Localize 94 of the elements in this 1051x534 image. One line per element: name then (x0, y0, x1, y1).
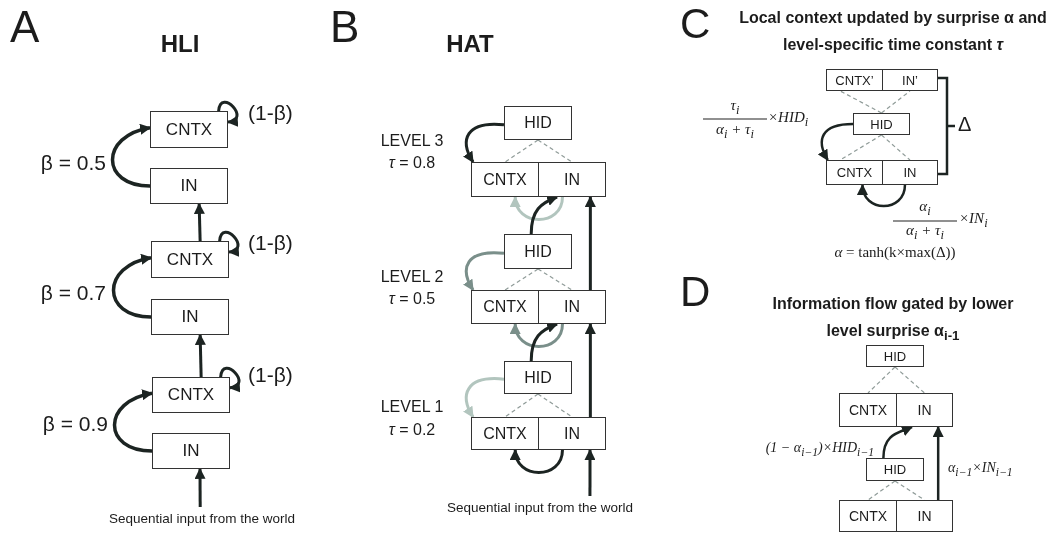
arrow (112, 390, 154, 453)
edge-label: β = 0.7 (40, 280, 106, 306)
connector-line (839, 90, 883, 114)
panel-title: HAT (446, 30, 494, 58)
panel-title: HLI (160, 30, 200, 58)
layer-box: IN (896, 500, 953, 532)
arrow (193, 202, 205, 242)
connector-line (537, 393, 573, 418)
layer-box: HID (504, 361, 572, 394)
layer-box: CNTX (826, 160, 883, 185)
layer-box: CNTX (839, 393, 897, 427)
panel-title: Information flow gated by lower level surprise α$_{i-1}$ (771, 294, 1015, 346)
arrow (463, 377, 505, 418)
fraction-denominator: α$_{i}$ + τ$_{i}$ (906, 222, 944, 243)
panel-title: Local context updated by surprise α and level-specific time constant τ (738, 8, 1048, 55)
level-label: LEVEL 2 (380, 268, 444, 287)
arrow (584, 448, 596, 496)
arrow (463, 122, 505, 163)
arrow (218, 230, 240, 256)
layer-box: IN (882, 160, 938, 185)
arrow (111, 254, 153, 319)
layer-box: HID (866, 345, 924, 367)
time-constant-label: τ = 0.5 (388, 290, 436, 309)
layer-box: CNTX (151, 241, 229, 278)
level-label: LEVEL 3 (380, 132, 444, 151)
connector-line (504, 268, 539, 291)
arrow (932, 425, 944, 500)
layer-box: CNTX (471, 290, 539, 324)
layer-box: IN (538, 162, 606, 197)
layer-box: IN (150, 168, 228, 204)
arrow (858, 183, 907, 208)
connector-line (867, 480, 896, 501)
fraction-numerator: τ$_{i}$ (730, 97, 740, 118)
edge-label: α$_{i−1}$×IN$_{i−1}$ (948, 460, 1013, 480)
layer-box: HID (853, 113, 910, 135)
arrow (584, 195, 596, 290)
connector-line (504, 393, 539, 418)
arrow (217, 100, 239, 126)
edge-label: β = 0.5 (40, 150, 106, 176)
formula: α = tanh(k×max(Δ)) (834, 244, 956, 262)
layer-box: IN (538, 417, 606, 450)
panel-letter: D (680, 268, 711, 317)
layer-box: CNTX (150, 111, 228, 148)
connector-line (867, 366, 896, 394)
layer-box: CNTX (152, 377, 230, 413)
layer-box: IN (152, 433, 230, 469)
edge-label: (1-β) (248, 362, 293, 388)
time-constant-label: τ = 0.8 (388, 154, 436, 173)
arrow (511, 195, 564, 221)
layer-box: CNTX (839, 500, 897, 532)
arrow (463, 251, 505, 291)
connector-line (537, 139, 573, 163)
edge-label: (1 − α$_{i−1}$)×HID$_{i−1}$ (765, 440, 874, 460)
connector-line (504, 139, 539, 163)
layer-box: HID (504, 234, 572, 269)
time-constant-label: τ = 0.2 (388, 421, 436, 440)
arrow (194, 333, 206, 378)
panel-letter: A (10, 2, 40, 53)
connector-line (880, 134, 911, 161)
panel-letter: B (330, 2, 360, 53)
layer-box: CNTX’ (826, 69, 883, 91)
edge-label: (1-β) (248, 100, 293, 126)
arrow (194, 467, 206, 507)
input-caption: Sequential input from the world (445, 496, 635, 518)
arrow (818, 122, 854, 161)
arrow (529, 195, 559, 235)
edge-label: (1-β) (248, 230, 293, 256)
layer-box: IN (896, 393, 953, 427)
arrow (529, 322, 559, 362)
fraction-numerator: α$_{i}$ (919, 198, 931, 219)
input-caption: Sequential input from the world (112, 507, 292, 529)
arrow (219, 366, 241, 391)
layer-box: CNTX (471, 162, 539, 197)
layer-box: HID (504, 106, 572, 140)
arrow (882, 425, 913, 459)
formula-term: ×HID$_{i}$ (768, 109, 809, 130)
arrow (110, 124, 152, 188)
layer-box: CNTX (471, 417, 539, 450)
level-label: LEVEL 1 (380, 398, 444, 417)
layer-box: IN (538, 290, 606, 324)
layer-box: IN (151, 299, 229, 335)
arrow (584, 322, 596, 417)
layer-box: IN’ (882, 69, 938, 91)
fraction-denominator: α$_{i}$ + τ$_{i}$ (716, 121, 754, 142)
edge-label: β = 0.9 (42, 411, 108, 437)
connector-line (839, 134, 883, 161)
connector-line (894, 366, 926, 394)
delta-label: Δ (958, 113, 972, 136)
arrow (511, 448, 564, 474)
connector-line (537, 268, 573, 291)
arrow (511, 322, 564, 348)
formula-term: ×IN$_{i}$ (959, 210, 988, 231)
layer-box: HID (866, 458, 924, 481)
panel-letter: C (680, 0, 711, 49)
